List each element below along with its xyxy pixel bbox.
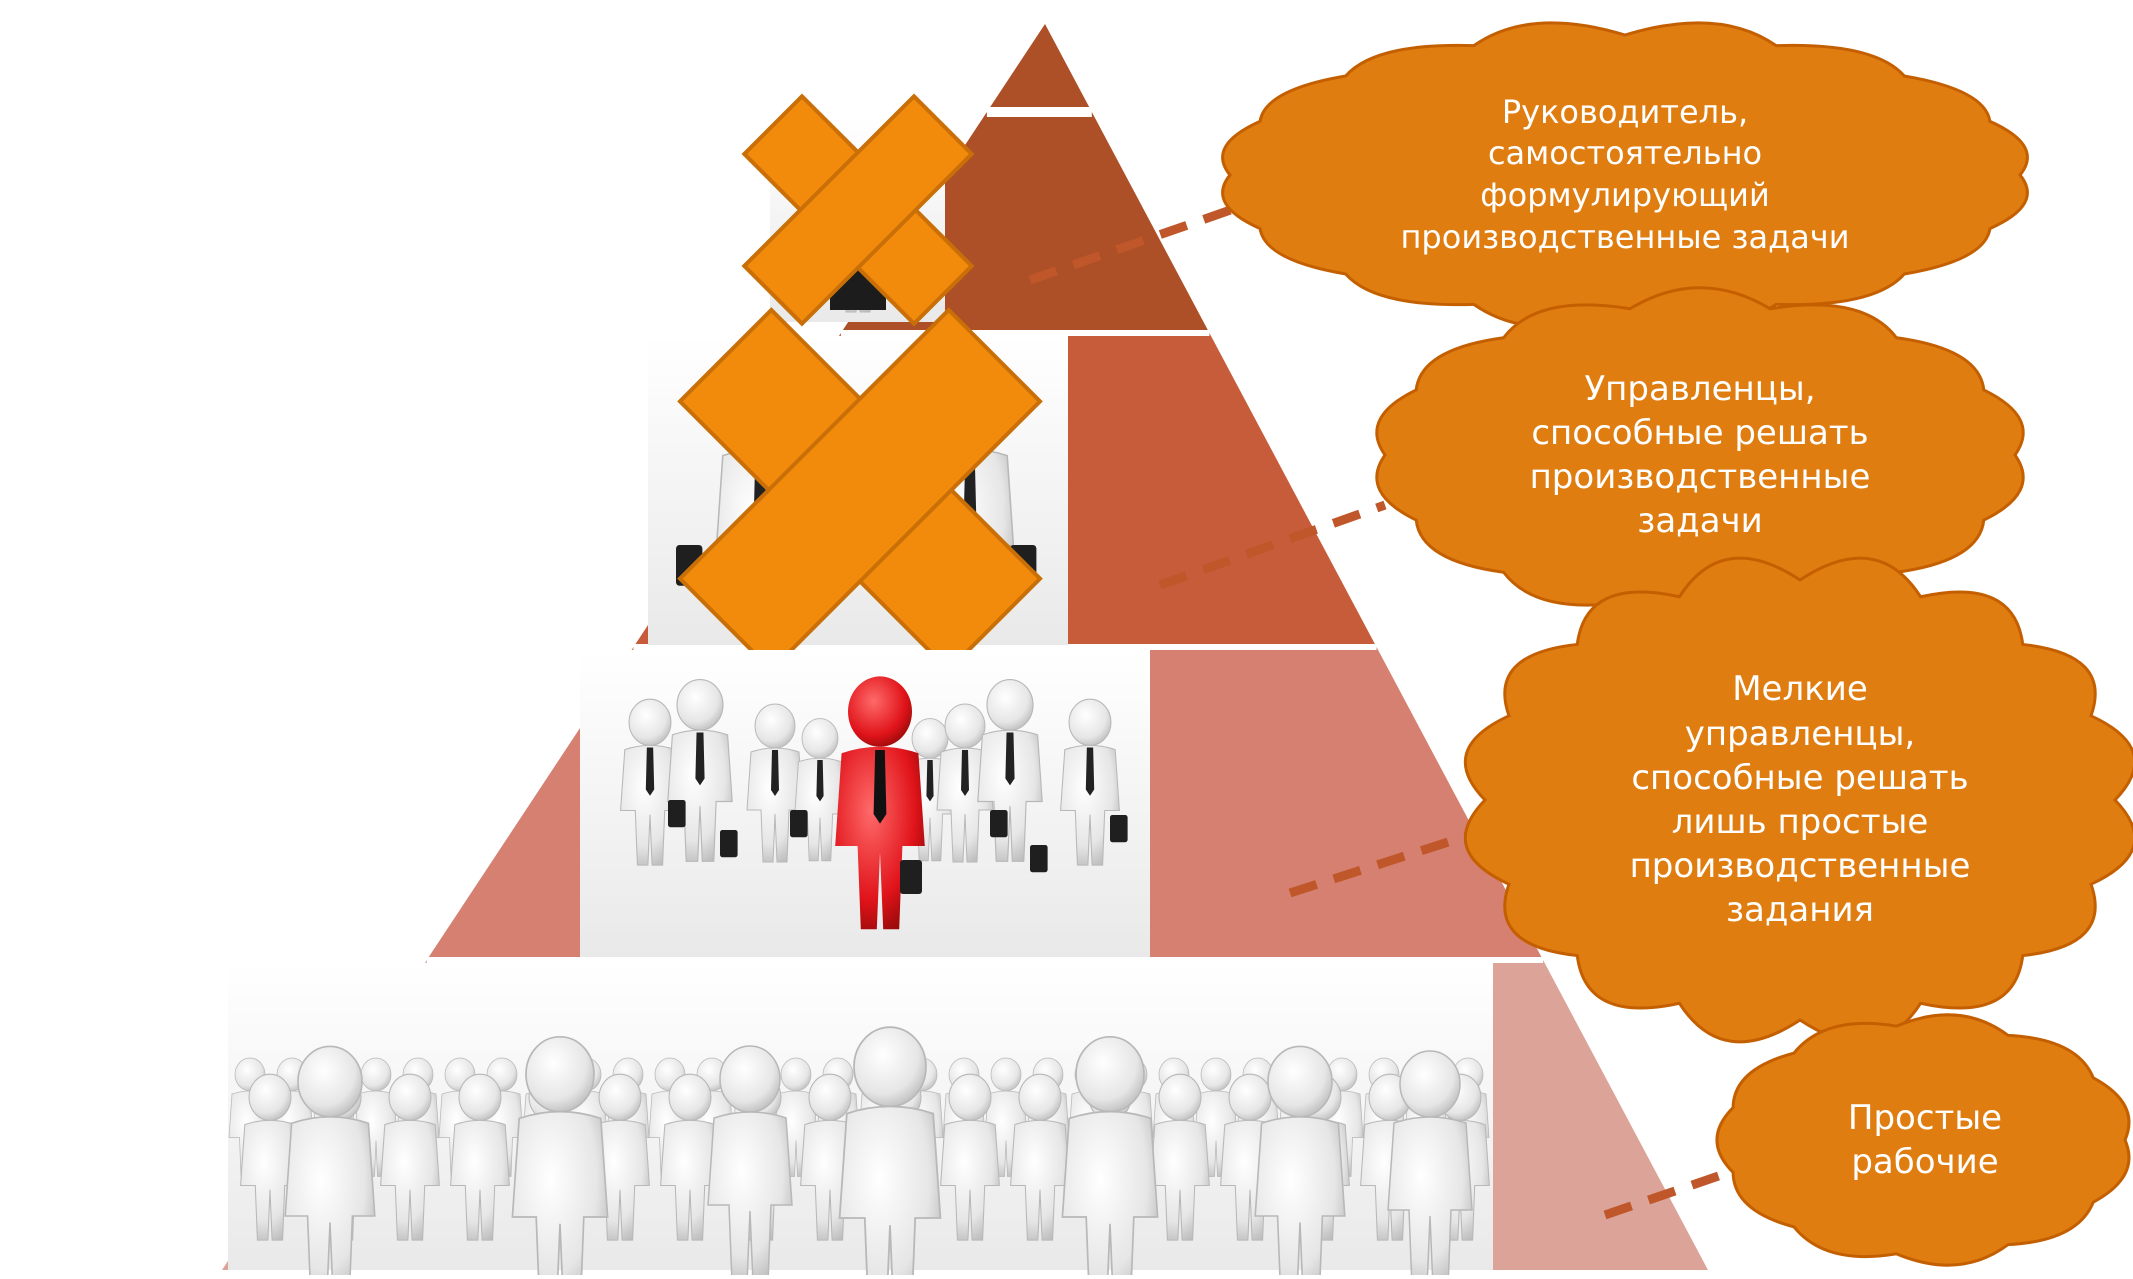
connector-line bbox=[1158, 500, 1387, 590]
cross-out-icon bbox=[677, 307, 1043, 673]
briefcase-icon bbox=[1110, 815, 1128, 843]
callout-workers: Простые рабочие bbox=[1847, 1097, 2003, 1182]
briefcase-icon bbox=[668, 800, 686, 828]
connector-line bbox=[1028, 200, 1247, 285]
callout-managers: Управленцы, способные решать производств… bbox=[1529, 368, 1871, 542]
briefcase-icon bbox=[900, 860, 922, 894]
cloud-workers bbox=[1715, 1013, 2131, 1267]
cross-center bbox=[803, 155, 913, 265]
briefcase-icon bbox=[790, 810, 808, 838]
connector-line bbox=[1288, 830, 1472, 898]
cloud-junior-managers bbox=[1463, 556, 2133, 1044]
leader-head bbox=[848, 676, 912, 747]
briefcase-icon bbox=[720, 830, 738, 858]
briefcase-icon bbox=[1030, 845, 1048, 873]
cross-out-icon bbox=[741, 93, 975, 327]
leader-body bbox=[835, 746, 925, 930]
image-junior-managers bbox=[580, 650, 1150, 957]
leader-figure bbox=[835, 676, 925, 930]
callout-junior-managers: Мелкие управленцы, способные решать лишь… bbox=[1629, 669, 1971, 931]
leader-tie bbox=[873, 750, 887, 824]
briefcase-icon bbox=[990, 810, 1008, 838]
callout-top-manager: Руководитель, самостоятельно формулирующ… bbox=[1400, 92, 1850, 256]
image-workers bbox=[228, 963, 1493, 1279]
callout-clouds bbox=[1221, 21, 2133, 1267]
image-managers bbox=[648, 307, 1068, 673]
image-top-manager bbox=[741, 93, 975, 327]
tier-images bbox=[228, 93, 1493, 1279]
